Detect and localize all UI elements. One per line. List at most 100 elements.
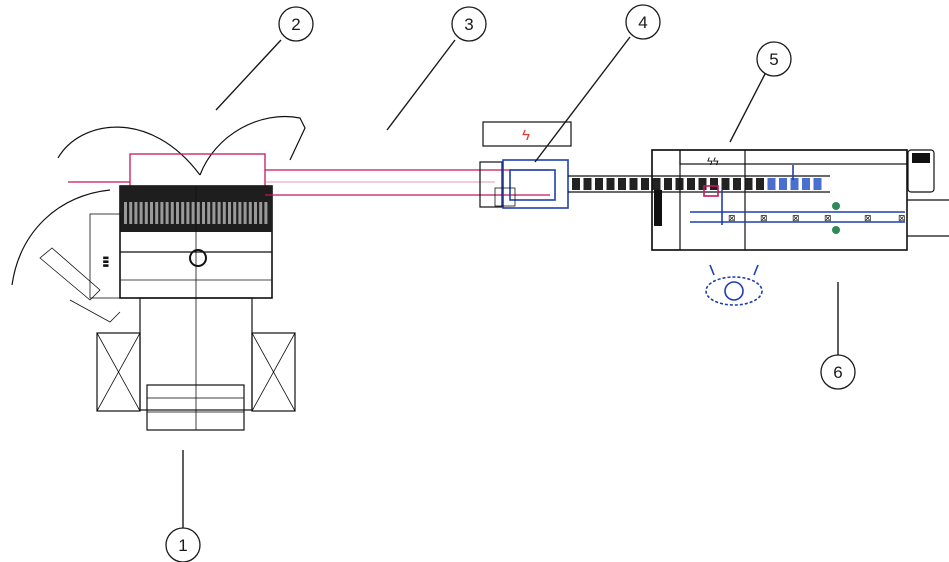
left-machine: ▮▮▮ (11, 116, 306, 431)
comb-tooth (186, 202, 190, 224)
packing-machine: ϟϟ ⊠ ⊠ ⊠ ⊠ ⊠ ⊠ (651, 149, 949, 251)
operator-figure-icon (705, 264, 763, 306)
chain-link (583, 178, 592, 190)
callout-5: 5 (756, 41, 792, 77)
callout-2: 2 (278, 6, 314, 42)
callout-5-label: 5 (769, 50, 778, 69)
leader-2 (215, 39, 282, 111)
chain-link (652, 178, 661, 190)
comb-tooth (165, 202, 169, 224)
callout-6: 6 (820, 354, 856, 390)
hood-side-panel (39, 247, 101, 301)
comb-tooth (248, 202, 252, 224)
carton-box-right (251, 332, 296, 412)
chain-link (641, 178, 649, 190)
comb-tooth (155, 202, 159, 224)
roller-marker: ⊠ (792, 213, 800, 223)
hood-arc-lower (11, 189, 111, 286)
chain-link (756, 178, 764, 190)
chain-link (595, 178, 603, 190)
hood-arc-left (57, 126, 201, 176)
hood-flap (69, 299, 121, 323)
roller-markers: ⊠ ⊠ ⊠ ⊠ ⊠ ⊠ (728, 213, 906, 223)
chain-link (698, 178, 707, 190)
chain-link (606, 178, 615, 190)
hood-arc-right (199, 116, 306, 176)
callout-4-label: 4 (638, 13, 647, 32)
comb-tooth (233, 202, 237, 224)
end-module-cap (912, 153, 930, 163)
side-guard (89, 213, 121, 299)
carton-left-diag-2 (96, 332, 141, 412)
callout-2-label: 2 (291, 15, 300, 34)
packing-left-detail (654, 190, 662, 226)
comb-tooth (212, 202, 216, 224)
comb-tooth (228, 202, 231, 224)
roller-marker: ⊠ (824, 213, 832, 223)
chain-link (767, 178, 776, 190)
comb-tooth (238, 202, 242, 224)
chain-link (629, 178, 638, 190)
chain-link (618, 178, 626, 190)
comb-tooth (150, 202, 153, 224)
chain-link (664, 178, 672, 190)
feeder-comb (124, 202, 268, 224)
comb-tooth (181, 202, 185, 224)
comb-tooth (243, 202, 247, 224)
callout-1: 1 (165, 527, 201, 562)
chain-link (572, 178, 580, 190)
roller-marker: ⊠ (898, 213, 906, 223)
comb-tooth (176, 202, 179, 224)
callout-1-label: 1 (178, 536, 187, 555)
side-guard-text: ▮▮▮ (102, 256, 109, 268)
callout-3-label: 3 (464, 15, 473, 34)
comb-tooth (202, 202, 205, 224)
infeed-clamp (502, 159, 569, 209)
chain-link (687, 178, 695, 190)
comb-tooth (217, 202, 221, 224)
comb-tooth (222, 202, 226, 224)
chain-link (744, 178, 753, 190)
comb-tooth (207, 202, 211, 224)
green-valve-2 (832, 226, 840, 234)
chain-link (733, 178, 741, 190)
infeed-unit: ϟ (479, 121, 572, 209)
packing-lightning-icon: ϟϟ (707, 156, 719, 168)
infeed-clamp-inner (509, 169, 556, 201)
comb-tooth (259, 202, 263, 224)
chain-conveyor (568, 175, 830, 193)
leader-5 (729, 73, 766, 143)
carton-box-left (96, 332, 141, 412)
callout-3: 3 (451, 6, 487, 42)
carton-right-diag-2 (251, 332, 296, 412)
leader-3 (386, 39, 456, 131)
roller-marker: ⊠ (728, 213, 736, 223)
callout-6-label: 6 (833, 363, 842, 382)
packing-left-block (651, 149, 681, 251)
end-module (907, 149, 935, 193)
chain-link (802, 178, 810, 190)
infeed-base-lower (494, 187, 516, 207)
comb-tooth (129, 202, 133, 224)
comb-tooth (139, 202, 143, 224)
comb-tooth (196, 202, 200, 224)
roller-marker: ⊠ (760, 213, 768, 223)
comb-tooth (264, 202, 268, 224)
drive-wheel (189, 249, 207, 267)
delivery-tray (146, 384, 245, 431)
delivery-tray-inner (146, 397, 245, 413)
comb-tooth (191, 202, 195, 224)
chain-link (779, 178, 787, 190)
infeed-base (479, 161, 503, 208)
roller-marker: ⊠ (864, 213, 872, 223)
comb-tooth (170, 202, 174, 224)
lightning-bolt-icon: ϟ (522, 127, 530, 144)
chain-link (813, 178, 822, 190)
chain-link (721, 178, 730, 190)
comb-tooth (254, 202, 257, 224)
comb-tooth (160, 202, 164, 224)
chain-link (710, 178, 718, 190)
green-valve-1 (832, 202, 840, 210)
packing-top-band (679, 149, 908, 165)
